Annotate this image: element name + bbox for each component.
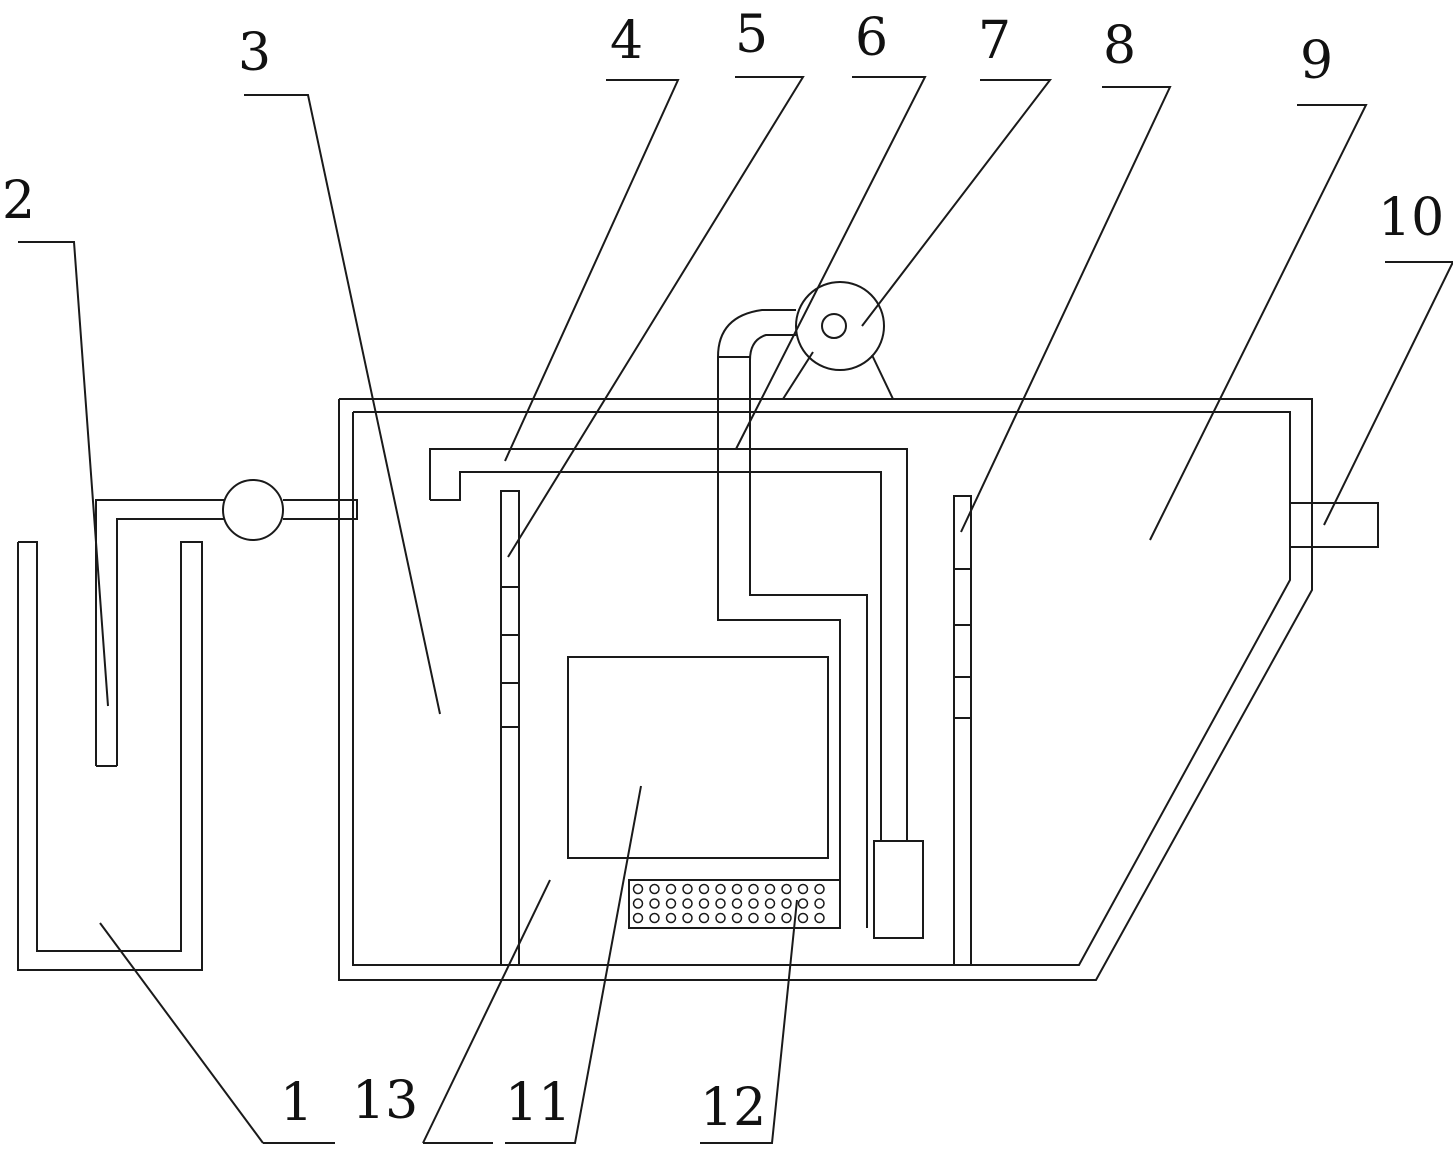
aerator-hole bbox=[682, 898, 693, 909]
label-10: 10 bbox=[1378, 188, 1444, 248]
leader-lines bbox=[18, 76, 1453, 1144]
left-container bbox=[17, 541, 203, 971]
aerator-hole bbox=[748, 912, 759, 924]
aerator-hole bbox=[748, 898, 759, 909]
aerator-hole bbox=[632, 912, 644, 924]
aerator-hole bbox=[748, 883, 759, 895]
aerator-hole bbox=[649, 912, 660, 924]
aerator-hole bbox=[731, 912, 743, 924]
aerator bbox=[628, 879, 841, 929]
aerator-hole bbox=[764, 898, 776, 909]
aerator-hole bbox=[632, 898, 644, 909]
labels: 1 2 3 4 5 6 7 8 9 10 11 12 13 bbox=[2, 5, 1444, 1138]
aerator-hole bbox=[698, 898, 710, 909]
outlet-nozzle bbox=[1289, 502, 1379, 548]
dosing-box bbox=[873, 840, 924, 939]
aerator-hole bbox=[715, 898, 726, 909]
aerator-hole bbox=[682, 912, 693, 924]
label-7: 7 bbox=[978, 11, 1011, 71]
aerator-hole bbox=[814, 883, 825, 895]
label-2: 2 bbox=[2, 171, 35, 231]
label-9: 9 bbox=[1300, 31, 1333, 91]
aerator-hole bbox=[797, 898, 809, 909]
aerator-hole bbox=[649, 883, 660, 895]
reaction-box bbox=[567, 656, 829, 859]
label-6: 6 bbox=[855, 8, 888, 68]
aerator-hole bbox=[649, 898, 660, 909]
label-11: 11 bbox=[505, 1073, 571, 1133]
label-12: 12 bbox=[700, 1078, 766, 1138]
left-baffle bbox=[500, 490, 520, 966]
aerator-hole bbox=[731, 883, 743, 895]
label-8: 8 bbox=[1103, 16, 1136, 76]
label-1: 1 bbox=[280, 1073, 313, 1133]
blower-housing-icon bbox=[795, 281, 885, 371]
air-pipe bbox=[629, 309, 868, 929]
aerator-hole bbox=[698, 883, 710, 895]
aerator-hole bbox=[632, 883, 644, 895]
distribution-pipe bbox=[429, 448, 924, 939]
aerator-hole bbox=[781, 898, 792, 909]
aerator-hole bbox=[665, 912, 677, 924]
aerator-hole bbox=[797, 912, 809, 924]
aerator-hole bbox=[764, 883, 776, 895]
label-13: 13 bbox=[352, 1071, 418, 1131]
main-tank bbox=[338, 398, 1313, 981]
label-4: 4 bbox=[610, 11, 643, 71]
inlet-pipe bbox=[95, 479, 358, 767]
label-3: 3 bbox=[238, 23, 271, 83]
aerator-hole bbox=[781, 883, 792, 895]
aerator-hole bbox=[814, 898, 825, 909]
aerator-hole bbox=[665, 898, 677, 909]
aerator-hole bbox=[665, 883, 677, 895]
aerator-hole bbox=[698, 912, 710, 924]
blower bbox=[782, 281, 894, 400]
blower-hub-icon bbox=[821, 313, 847, 339]
aerator-holes bbox=[632, 883, 825, 924]
aerator-hole bbox=[682, 883, 693, 895]
aerator-hole bbox=[715, 883, 726, 895]
aerator-hole bbox=[814, 912, 825, 924]
aerator-hole bbox=[715, 912, 726, 924]
aerator-hole bbox=[764, 912, 776, 924]
right-baffle bbox=[953, 495, 972, 966]
label-5: 5 bbox=[735, 5, 768, 65]
aerator-hole bbox=[781, 912, 792, 924]
aerator-hole bbox=[731, 898, 743, 909]
aerator-hole bbox=[797, 883, 809, 895]
inlet-pump-icon bbox=[222, 479, 284, 541]
